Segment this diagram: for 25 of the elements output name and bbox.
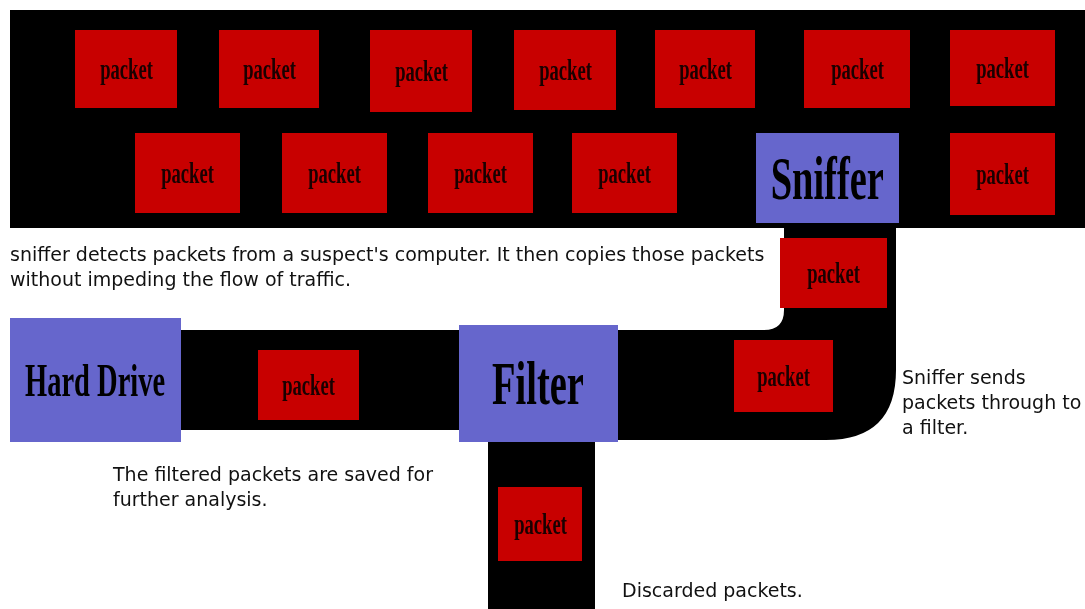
caption-text: The filtered packets are saved for further analysis. xyxy=(113,462,434,512)
packet-box: packet xyxy=(514,30,616,110)
packet-box: packet xyxy=(135,133,240,213)
packet-box: packet xyxy=(572,133,677,213)
packet-box: packet xyxy=(950,30,1055,106)
pipe xyxy=(181,330,459,430)
packet-box: packet xyxy=(950,133,1055,215)
packet-box: packet xyxy=(655,30,755,108)
caption-text: Sniffer sends packets through to a filter. xyxy=(902,365,1083,440)
packet-box: packet xyxy=(804,30,910,108)
packet-box: packet xyxy=(780,238,887,308)
packet-box: packet xyxy=(75,30,177,108)
pipe xyxy=(488,442,595,609)
device-box: Filter xyxy=(459,325,618,442)
packet-box: packet xyxy=(734,340,833,412)
packet-box: packet xyxy=(282,133,387,213)
packet-box: packet xyxy=(258,350,359,420)
device-box: Sniffer xyxy=(756,133,899,223)
device-box: Hard Drive xyxy=(10,318,181,442)
packet-box: packet xyxy=(498,487,582,561)
caption-text: Discarded packets. xyxy=(622,578,804,603)
packet-box: packet xyxy=(428,133,533,213)
packet-box: packet xyxy=(370,30,472,112)
packet-box: packet xyxy=(219,30,319,108)
caption-text: sniffer detects packets from a suspect's computer. It then copies those packets without impeding the flow of traffic. xyxy=(10,242,766,292)
